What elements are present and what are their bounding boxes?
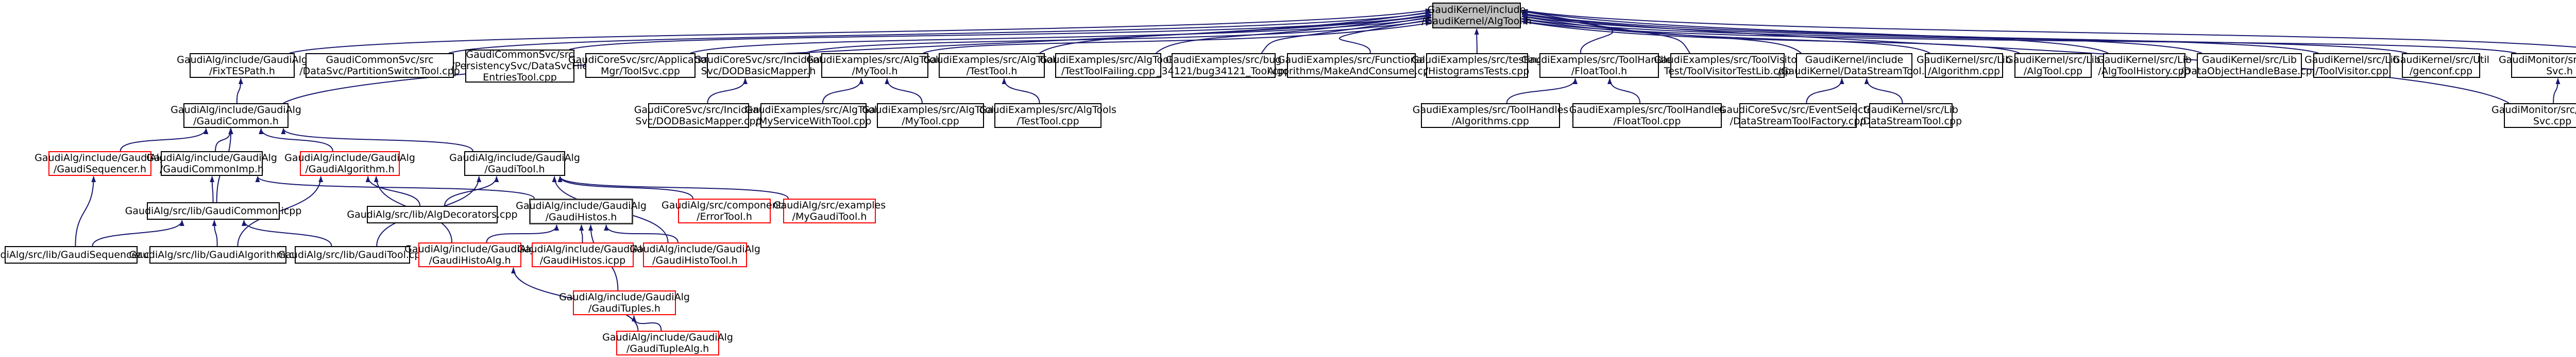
edge-mytool_cpp-to-mytool_h xyxy=(885,78,923,104)
graph-node-algorithms_cpp[interactable]: GaudiExamples/src/ToolHandles /Algorithm… xyxy=(1412,103,1569,128)
graph-node-algtool_cpp[interactable]: GaudiKernel/src/Lib /AlgTool.cpp xyxy=(2006,53,2100,78)
edge-gaudisequencer_cpp-to-gaudisequencer_h xyxy=(75,176,96,247)
graph-node-gaudisequencer_h[interactable]: GaudiAlg/include/GaudiAlg /GaudiSequence… xyxy=(35,151,165,176)
graph-node-gaudicommon_icpp[interactable]: GaudiAlg/src/lib/GaudiCommon.icpp xyxy=(125,202,301,220)
graph-node-bug34121[interactable]: GaudiExamples/src/bug _34121/bug34121_To… xyxy=(1157,53,1291,78)
edge-partitionswitch-to-root xyxy=(448,11,1432,54)
edge-datastreamtoolfactory-to-datastreamtool_h xyxy=(1806,78,1844,104)
graph-node-partitionswitch[interactable]: GaudiCommonSvc/src /DataSvc/PartitionSwi… xyxy=(299,53,460,78)
graph-node-testtoolfailing[interactable]: GaudiExamples/src/AlgTools /TestToolFail… xyxy=(1040,53,1177,78)
graph-node-gauditool_cpp[interactable]: GaudiAlg/src/lib/GaudiTool.cpp xyxy=(278,246,427,264)
edge-gaudialgorithm_h-to-gaudicommon_h xyxy=(259,128,333,152)
edge-gaudihistoalg_h-to-gaudihistos_h xyxy=(486,224,559,243)
edge-gauditool_h-to-gaudicommon_h xyxy=(281,128,473,152)
graph-node-toolvisitor_cpp[interactable]: GaudiKernel/src/Lib /ToolVisitor.cpp xyxy=(2304,53,2399,78)
graph-node-dodbasicmapper_cpp[interactable]: GaudiCoreSvc/src/Incident Svc/DODBasicMa… xyxy=(634,103,764,128)
edge-bug34121-to-root xyxy=(1261,15,1432,54)
graph-node-historysvc_h[interactable]: GaudiMonitor/src/History Svc.h xyxy=(2499,53,2576,78)
graph-node-datastreamtoolfactory[interactable]: GaudiCoreSvc/src/EventSelector /DataStre… xyxy=(1719,103,1877,128)
graph-node-genconf[interactable]: GaudiKernel/src/Util /genconf.cpp xyxy=(2393,53,2489,78)
edge-dataobjecthandlebase-to-root xyxy=(1521,12,2202,54)
graph-node-historysvc_cpp[interactable]: GaudiMonitor/src/History Svc.cpp xyxy=(2492,103,2576,128)
graph-node-root[interactable]: GaudiKernel/include /GaudiKernel/AlgTool… xyxy=(1421,3,1532,28)
edge-gaudihistotool_h-to-gaudihistos_h xyxy=(604,224,679,243)
graph-node-myservicewithtool[interactable]: GaudiExamples/src/AlgTools /MyServiceWit… xyxy=(745,103,882,128)
edge-gaudihistos_icpp-to-gaudihistos_h xyxy=(579,224,584,243)
graph-node-datasvcfileentries[interactable]: GaudiCommonSvc/src /PersistencySvc/DataS… xyxy=(451,49,588,83)
graph-node-gaudicommonimp_h[interactable]: GaudiAlg/include/GaudiAlg /GaudiCommonIm… xyxy=(146,151,277,176)
graph-node-mytool_cpp[interactable]: GaudiExamples/src/AlgTools /MyTool.cpp xyxy=(862,103,999,128)
graph-node-mygauditool_h[interactable]: GaudiAlg/src/examples /MyGaudiTool.h xyxy=(773,199,886,223)
graph-node-gaudialgorithm_cpp[interactable]: GaudiAlg/src/lib/GaudiAlgorithm.cpp xyxy=(129,246,307,264)
edge-myservicewithtool-to-mytool_h xyxy=(822,78,864,104)
graph-node-gaudihistos_h[interactable]: GaudiAlg/include/GaudiAlg /GaudiHistos.h xyxy=(516,199,647,224)
graph-node-dodbasicmapper_h[interactable]: GaudiCoreSvc/src/Incident Svc/DODBasicMa… xyxy=(693,53,823,78)
graph-node-algorithm_cpp[interactable]: GaudiKernel/src/Lib /Algorithm.cpp xyxy=(1917,53,2011,78)
edge-gaudisequencer_h-to-gaudicommon_h xyxy=(120,128,209,152)
graph-node-gaudituplealg_h[interactable]: GaudiAlg/include/GaudiAlg /GaudiTupleAlg… xyxy=(602,331,733,355)
graph-node-gauditool_h[interactable]: GaudiAlg/include/GaudiAlg /GaudiTool.h xyxy=(449,151,580,176)
edge-testtoolfailing-to-root xyxy=(1156,13,1432,54)
graph-node-gaudihistoalg_h[interactable]: GaudiAlg/include/GaudiAlg /GaudiHistoAlg… xyxy=(404,242,535,267)
graph-node-gaudisequencer_cpp[interactable]: GaudiAlg/src/lib/GaudiSequencer.cpp xyxy=(0,246,162,264)
graph-node-floattool_cpp[interactable]: GaudiExamples/src/ToolHandles /FloatTool… xyxy=(1569,103,1725,128)
edge-historysvc_h-to-root xyxy=(1521,20,2517,54)
edge-genconf-to-root xyxy=(1521,17,2408,54)
graph-node-gaudihistos_icpp[interactable]: GaudiAlg/include/GaudiAlg /GaudiHistos.i… xyxy=(517,242,648,267)
edge-algtoolhistory-to-root xyxy=(1521,9,2109,54)
edge-gaudihistos_h-to-gaudicommonimp_h xyxy=(255,176,535,199)
edge-gaudicommon_h-to-root xyxy=(283,14,1432,104)
edge-toolvisitor_cpp-to-root xyxy=(1521,14,2319,54)
graph-node-testtool_cpp[interactable]: GaudiExamples/src/AlgTools /TestTool.cpp xyxy=(979,103,1116,128)
graph-node-datastreamtool_h[interactable]: GaudiKernel/include /GaudiKernel/DataStr… xyxy=(1777,53,1931,78)
graph-node-histogramstests[interactable]: GaudiExamples/src/testing /HistogramsTes… xyxy=(1411,53,1543,78)
edge-filereadtool-to-root xyxy=(1521,9,2576,48)
graph-node-datastreamtool_cpp[interactable]: GaudiKernel/src/Lib /DataStreamTool.cpp xyxy=(1859,103,1962,128)
graph-node-algdecorators_cpp[interactable]: GaudiAlg/src/lib/AlgDecorators.cpp xyxy=(347,206,518,223)
graph-node-toolsvc[interactable]: GaudiCoreSvc/src/Application Mgr/ToolSvc… xyxy=(568,53,713,78)
graph-node-gaudihistotool_h[interactable]: GaudiAlg/include/GaudiAlg /GaudiHistoToo… xyxy=(630,242,760,267)
edge-gaudialgorithm_cpp-to-gaudicommon_icpp xyxy=(212,220,218,247)
edge-mygauditool_h-to-gauditool_h xyxy=(557,176,789,199)
edge-gaudicommonimp_h-to-gaudicommon_h xyxy=(215,128,233,152)
edge-gauditool_cpp-to-gaudicommon_icpp xyxy=(241,220,332,247)
graph-node-testtool_h[interactable]: GaudiExamples/src/AlgTools /TestTool.h xyxy=(923,53,1060,78)
edge-gaudicommon_h-to-fixtespath xyxy=(236,78,243,104)
edge-datastreamtool_cpp-to-datastreamtool_h xyxy=(1864,78,1903,104)
edge-gaudicommon_icpp-to-gaudicommonimp_h xyxy=(210,176,215,203)
edge-dodbasicmapper_cpp-to-dodbasicmapper_h xyxy=(707,78,748,104)
edge-mytool_h-to-root xyxy=(923,21,1432,54)
graph-node-toolvisitortestlib[interactable]: GaudiExamples/src/ToolVisitor Test/ToolV… xyxy=(1654,53,1801,78)
graph-node-mytool_h[interactable]: GaudiExamples/src/AlgTools /MyTool.h xyxy=(806,53,943,78)
edge-errortool_h-to-gauditool_h xyxy=(557,176,693,199)
graph-node-makeandconsume[interactable]: GaudiExamples/src/Functional Algorithms/… xyxy=(1267,53,1436,78)
edge-makeandconsume-to-root xyxy=(1339,18,1432,54)
graph-node-gaudialgorithm_h[interactable]: GaudiAlg/include/GaudiAlg /GaudiAlgorith… xyxy=(284,151,415,176)
edge-fixtespath-to-root xyxy=(289,8,1432,54)
graph-node-dataobjecthandlebase[interactable]: GaudiKernel/src/Lib /DataObjectHandleBas… xyxy=(2180,53,2318,78)
edge-floattool_cpp-to-floattool_h xyxy=(1607,78,1641,104)
graph-node-errortool_h[interactable]: GaudiAlg/src/components /ErrorTool.h xyxy=(662,199,788,223)
graph-node-floattool_h[interactable]: GaudiExamples/src/ToolHandles /FloatTool… xyxy=(1521,53,1677,78)
edge-algorithms_cpp-to-floattool_h xyxy=(1506,78,1578,104)
edge-algdecorators_cpp-to-gaudialgorithm_h xyxy=(365,176,420,206)
graph-node-gaudituples_h[interactable]: GaudiAlg/include/GaudiAlg /GaudiTuples.h xyxy=(559,290,690,315)
graph-node-algtoolhistory[interactable]: GaudiKernel/src/Lib /AlgToolHistory.cpp xyxy=(2097,53,2192,78)
edge-historysvc_cpp-to-historysvc_h xyxy=(2553,78,2561,104)
edge-historysvc_cpp-to-root xyxy=(1521,13,2510,104)
edge-gaudisequencer_cpp-to-gaudicommon_icpp xyxy=(92,220,184,247)
edge-gaudituplealg_h-to-gaudituples_h xyxy=(631,315,662,331)
graph-node-gaudicommon_h[interactable]: GaudiAlg/include/GaudiAlg /GaudiCommon.h xyxy=(171,103,301,128)
edge-testtool_cpp-to-testtool_h xyxy=(1002,78,1040,104)
edge-algdecorators_cpp-to-gauditool_h xyxy=(444,176,499,206)
graph-node-fixtespath[interactable]: GaudiAlg/include/GaudiAlg /FixTESPath.h xyxy=(177,53,308,78)
